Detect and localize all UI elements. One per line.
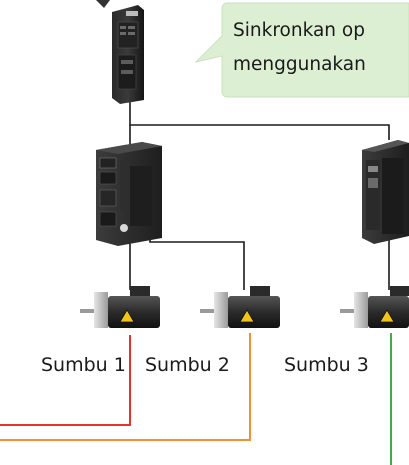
callout-line-2: menggunakan [233,54,366,75]
servo-amplifier-2 [362,140,409,244]
axis-label-3: Sumbu 3 [284,354,369,376]
signal-wires [0,333,392,465]
callout-line-1: Sinkronkan op [233,20,365,41]
servo-amplifier-1 [96,142,162,246]
network-wires [129,95,390,290]
callout-bubble [194,2,409,98]
axis-label-2: Sumbu 2 [145,354,230,376]
servo-motor-3 [340,286,409,328]
orange-wire [0,333,251,441]
callout-text: Sinkronkan op menggunakan [233,14,409,82]
servo-motor-2 [200,286,280,328]
motion-controller [96,0,144,104]
axis-label-1: Sumbu 1 [41,354,126,376]
servo-motor-1 [80,286,160,328]
red-wire [0,335,131,426]
